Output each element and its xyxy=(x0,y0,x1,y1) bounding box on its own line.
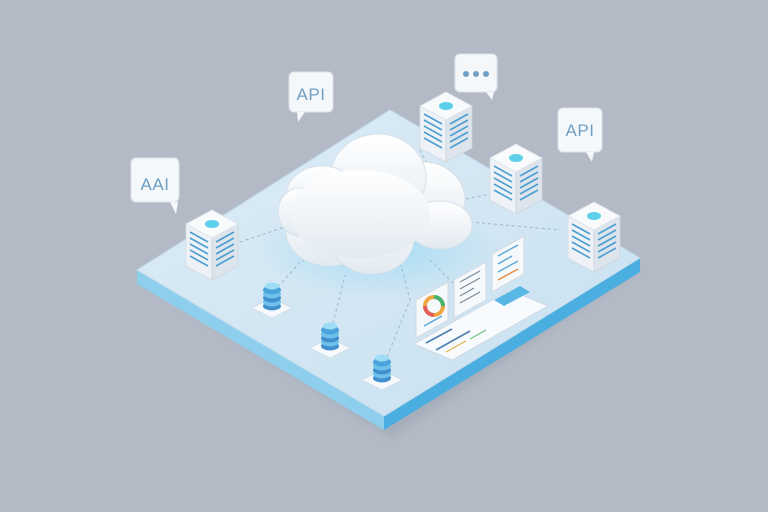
bubble-label: API xyxy=(297,85,326,104)
bubble-label: AAI xyxy=(141,175,170,194)
bubble-label: API xyxy=(566,121,595,140)
cloud-icon xyxy=(277,133,473,275)
dashboard-panel-icon xyxy=(453,261,487,319)
server-rack-icon xyxy=(489,143,543,215)
server-rack-icon xyxy=(567,201,621,273)
server-rack-icon xyxy=(185,209,239,281)
api-bubble: API xyxy=(288,71,334,122)
aai-bubble: AAI xyxy=(130,157,180,214)
server-rack-icon xyxy=(419,91,473,163)
ellipsis-bubble-icon xyxy=(454,53,498,100)
dashboard-panel-icon xyxy=(415,281,449,339)
dashboard-panel-icon xyxy=(491,235,525,293)
dashboard-panel-icon xyxy=(412,286,550,361)
api-bubble: API xyxy=(557,107,603,162)
